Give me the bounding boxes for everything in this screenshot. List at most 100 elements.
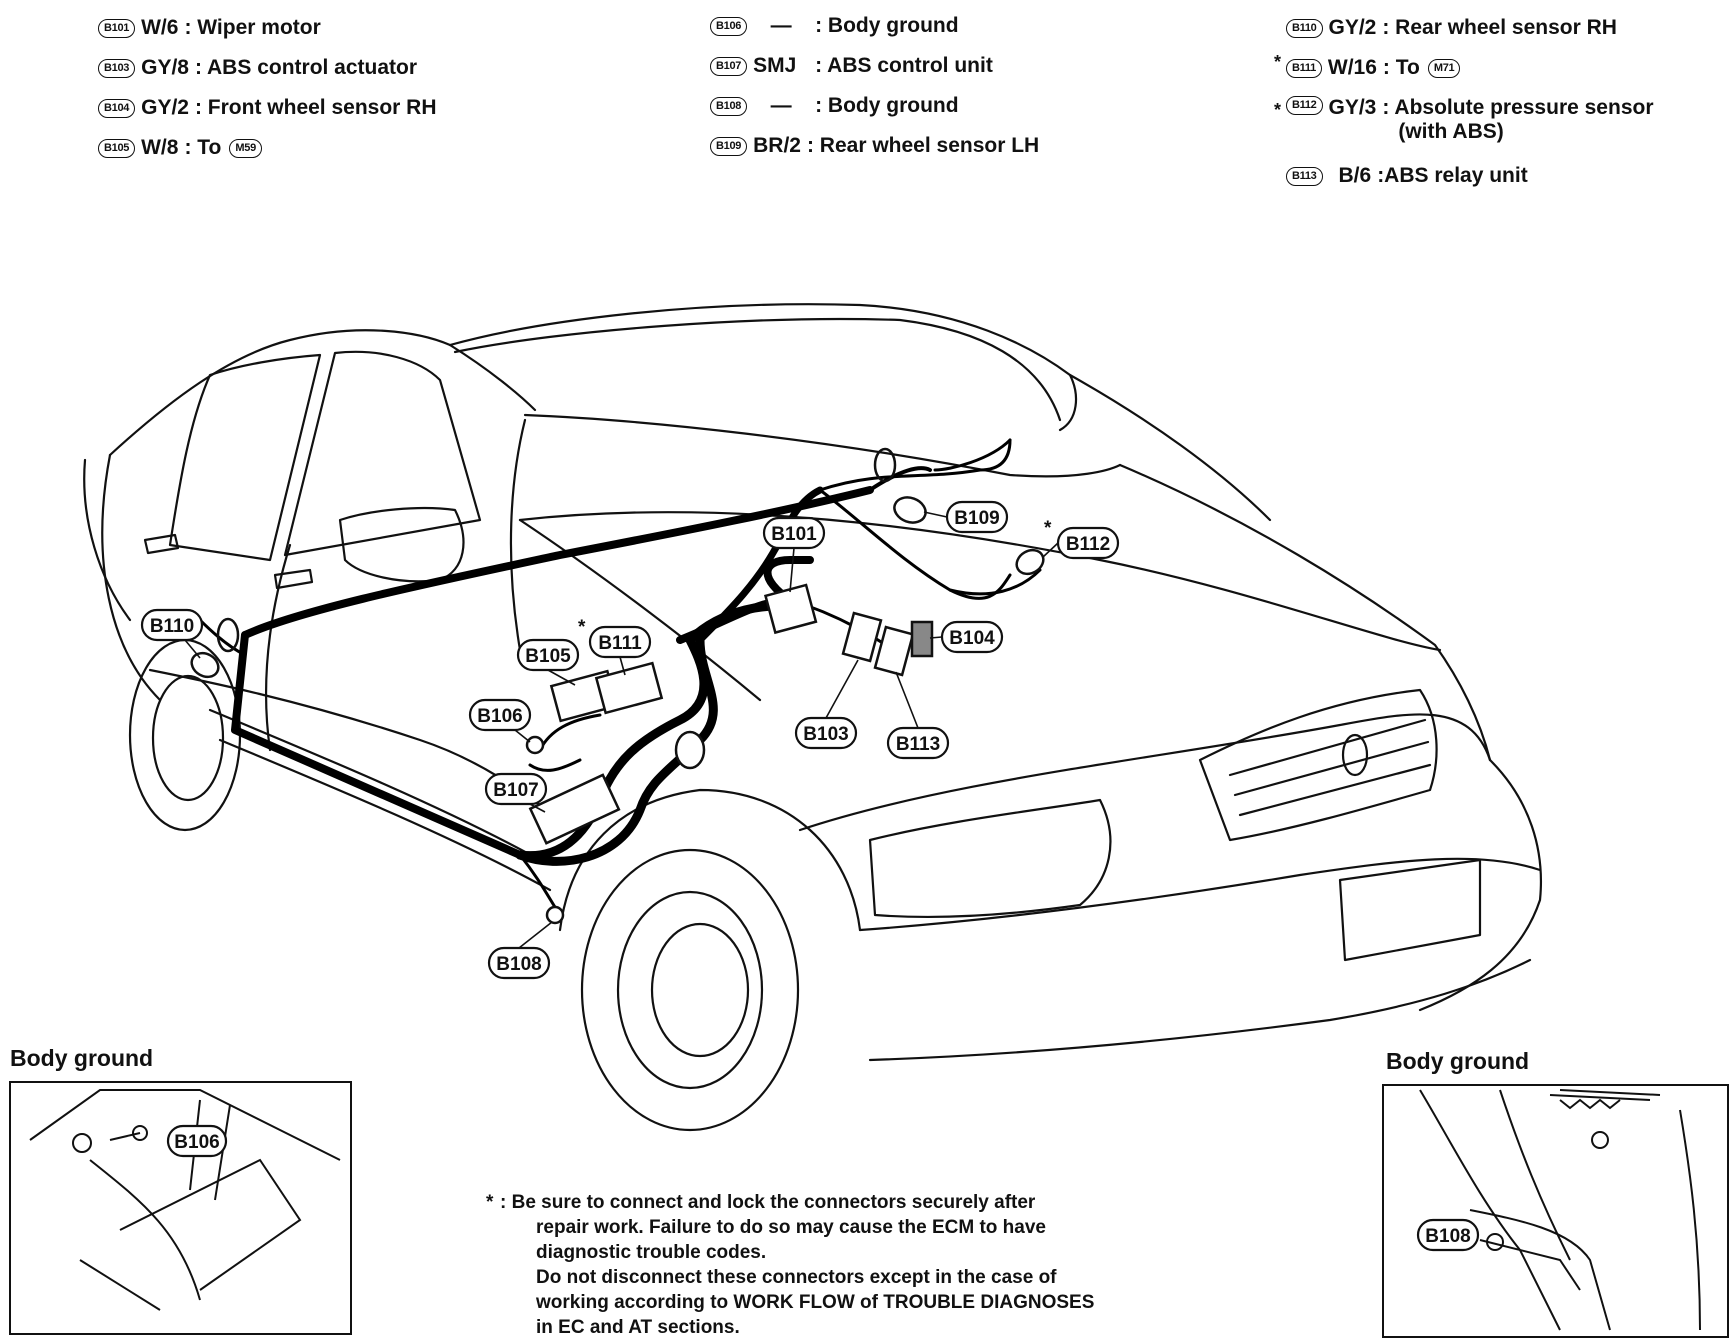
connector-description: :ABS relay unit <box>1377 164 1528 187</box>
legend-row-b110: B110 GY/2 : Rear wheel sensor RH <box>1286 8 1654 48</box>
connector-badge: B109 <box>710 136 748 156</box>
inset-left-title: Body ground <box>10 1045 154 1071</box>
svg-text:B106: B106 <box>477 706 522 727</box>
asterisk-mark: * <box>1274 52 1282 72</box>
callout-b108: B108 <box>487 946 551 980</box>
svg-text:B108: B108 <box>1425 1226 1470 1247</box>
wire-code: W/8 <box>141 136 179 159</box>
connector-description: : ABS control unit <box>815 54 993 77</box>
callout-b101: B101 <box>762 516 826 550</box>
b101-connector-block <box>763 583 818 635</box>
connector-description: : Absolute pressure sensor (with ABS) <box>1382 96 1653 144</box>
inset-left-callout: B106 <box>166 1124 228 1158</box>
legend-row-b112: * B112 GY/3 : Absolute pressure sensor (… <box>1274 88 1654 156</box>
note-line-2: repair work. Failure to do so may cause … <box>536 1217 1046 1238</box>
connector-badge: B112 <box>1286 96 1323 115</box>
wire-code: GY/2 <box>141 96 189 119</box>
connector-badge: B110 <box>1286 18 1323 38</box>
connector-description-line2: (with ABS) <box>1398 120 1504 143</box>
b108-ground-lug <box>545 905 565 925</box>
leader-lines <box>184 511 1059 949</box>
legend-row-b103: B103 GY/8 : ABS control actuator <box>98 48 437 88</box>
b112-connector <box>1015 548 1045 576</box>
b107-connector-block <box>528 773 621 845</box>
wire-code: — <box>770 94 792 117</box>
inset-right-title: Body ground <box>1386 1048 1530 1074</box>
legend-column-2: B106 — : Body ground B107 SMJ : ABS cont… <box>710 6 1039 166</box>
legend-row-b107: B107 SMJ : ABS control unit <box>710 46 1039 86</box>
connector-ref-badge: M71 <box>1427 58 1461 78</box>
callout-b111: B111 <box>588 625 652 659</box>
grommet-center <box>674 730 706 770</box>
callout-b113: B113 <box>886 726 950 760</box>
svg-text:B109: B109 <box>954 508 999 529</box>
callout-b110: B110 <box>140 608 204 642</box>
svg-text:*: * <box>578 617 586 638</box>
svg-text:B111: B111 <box>598 633 642 654</box>
b110-connector <box>190 651 220 679</box>
wire-code: — <box>770 14 792 37</box>
wire-code: GY/8 <box>141 56 189 79</box>
svg-text:B112: B112 <box>1066 534 1110 555</box>
connector-description: : Front wheel sensor RH <box>194 96 437 119</box>
callout-b104: B104 <box>940 620 1004 654</box>
connector-description-line1: : Absolute pressure sensor <box>1382 96 1654 119</box>
wire-code: GY/2 <box>1328 16 1377 39</box>
callout-b106: B106 <box>468 698 532 732</box>
svg-text:B106: B106 <box>174 1132 219 1153</box>
svg-text:B113: B113 <box>896 734 940 755</box>
connector-description: : Rear wheel sensor LH <box>806 134 1040 157</box>
legend-row-b109: B109 BR/2 : Rear wheel sensor LH <box>710 126 1039 166</box>
connector-description: : Rear wheel sensor RH <box>1382 16 1617 39</box>
svg-text:B105: B105 <box>525 646 571 667</box>
legend-row-b111: * B111 W/16 : To M71 <box>1274 48 1654 88</box>
connector-ref-badge: M59 <box>229 138 262 158</box>
connector-badge: B111 <box>1286 58 1322 78</box>
legend-row-b101: B101 W/6 : Wiper motor <box>98 8 437 48</box>
callout-b112: B112 <box>1056 526 1120 560</box>
connector-description: : To <box>184 136 222 159</box>
note-line-6: in EC and AT sections. <box>536 1317 740 1338</box>
note-line-4: Do not disconnect these connectors excep… <box>536 1267 1057 1288</box>
asterisk-mark: * <box>486 1192 494 1213</box>
svg-text:B110: B110 <box>150 616 194 637</box>
inset-right-callout: B108 <box>1416 1218 1480 1252</box>
svg-text:B108: B108 <box>496 954 541 975</box>
note-line-5: working according to WORK FLOW of TROUBL… <box>536 1292 1095 1313</box>
callout-b105: B105 <box>516 638 580 672</box>
connector-badge: B103 <box>98 58 136 78</box>
callout-b109: B109 <box>945 500 1009 534</box>
legend-column-1: B101 W/6 : Wiper motor B103 GY/8 : ABS c… <box>98 8 437 168</box>
svg-text:B104: B104 <box>949 628 995 649</box>
connector-badge: B105 <box>98 138 136 158</box>
caution-note: * : Be sure to connect and lock the conn… <box>486 1190 1204 1340</box>
svg-text:B101: B101 <box>771 524 817 545</box>
note-line-1: : Be sure to connect and lock the connec… <box>500 1192 1036 1213</box>
wire-code: BR/2 <box>753 134 801 157</box>
connector-badge: B104 <box>98 98 136 118</box>
connector-blocks <box>190 447 1045 925</box>
connector-description: : To <box>1382 56 1420 79</box>
connector-badge: B101 <box>98 18 136 38</box>
b104-connector-block <box>910 620 934 658</box>
b113-connector-block <box>873 625 915 677</box>
wire-code: B/6 <box>1338 164 1372 187</box>
connector-badge: B107 <box>710 56 748 76</box>
asterisk-mark: * <box>1274 100 1282 120</box>
legend-row-b106: B106 — : Body ground <box>710 6 1039 46</box>
car-body-outline <box>83 303 1542 1132</box>
wire-code: W/16 <box>1327 56 1377 79</box>
inset-left-drawing <box>9 1081 352 1335</box>
svg-text:B103: B103 <box>803 724 848 745</box>
svg-text:*: * <box>1044 518 1052 539</box>
wire-code: GY/3 <box>1328 96 1377 119</box>
callout-b107: B107 <box>484 772 548 806</box>
callout-b103: B103 <box>794 716 858 750</box>
wire-code: W/6 <box>141 16 179 39</box>
grommet-rear <box>873 447 897 483</box>
connector-badge: B113 <box>1286 166 1323 186</box>
svg-text:B107: B107 <box>493 780 538 801</box>
connector-badge: B108 <box>710 96 748 116</box>
callout-asterisks: * * <box>578 518 1052 638</box>
